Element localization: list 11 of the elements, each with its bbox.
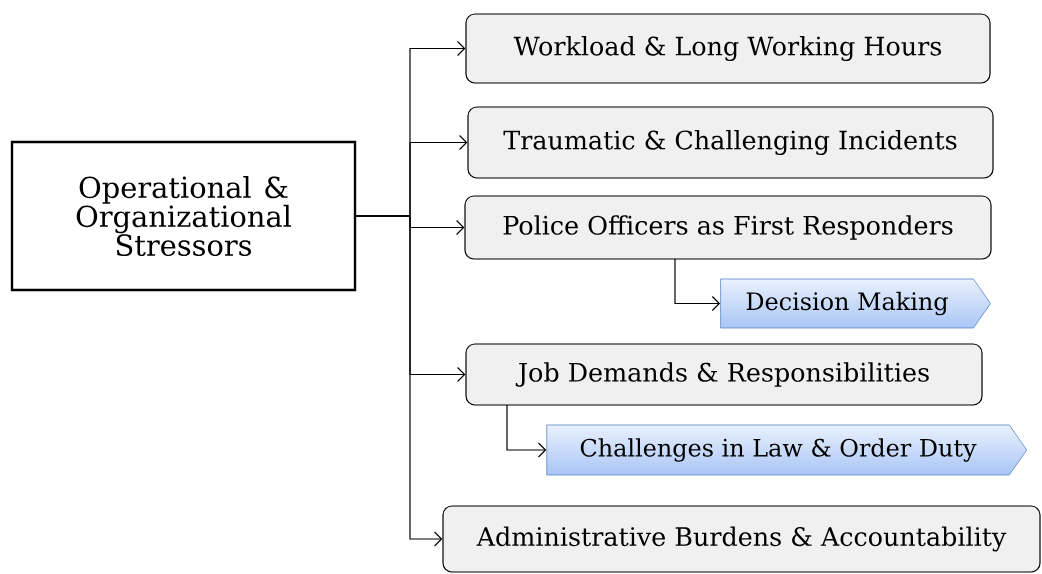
process-box: Administrative Burdens & Accountability <box>442 505 1041 573</box>
main-box: Operational & Organizational Stressors <box>10 140 357 292</box>
arrow <box>674 258 721 312</box>
chevron-box: Challenges in Law & Order Duty <box>546 424 1028 476</box>
chevron-box: Decision Making <box>720 278 991 329</box>
arrow <box>355 215 443 547</box>
process-box: Police Officers as First Responders <box>464 195 992 260</box>
arrow <box>506 404 547 458</box>
process-box: Job Demands & Responsibilities <box>465 343 983 406</box>
process-box: Traumatic & Challenging Incidents <box>467 106 994 179</box>
process-box: Workload & Long Working Hours <box>465 13 991 84</box>
